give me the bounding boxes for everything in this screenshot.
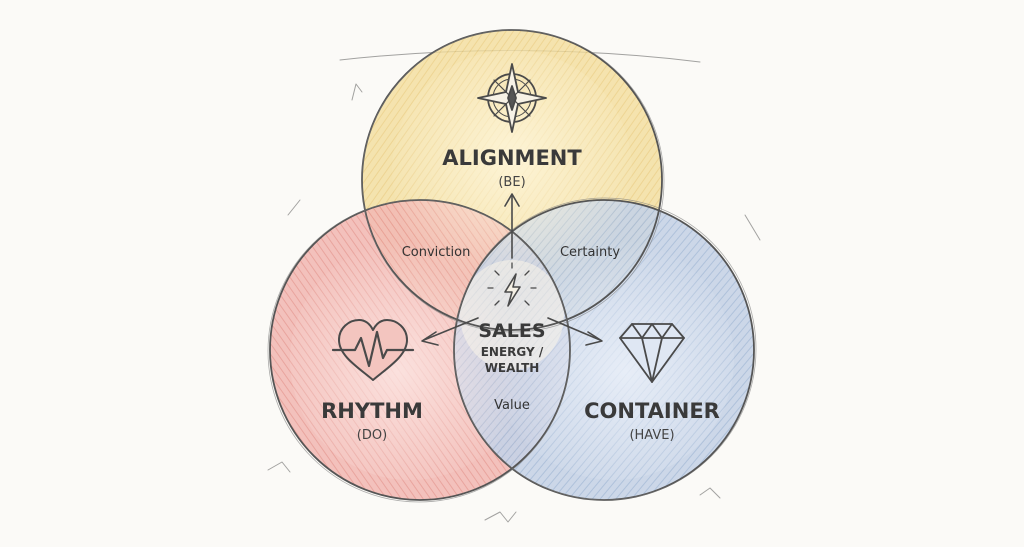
direction-arrows [421,193,603,346]
overlap-value: Value [494,398,530,413]
container-subtitle: (HAVE) [629,428,674,443]
diamond-icon [619,323,685,383]
heartbeat-icon [331,319,415,381]
arrow-left [423,317,479,341]
arrow-right [547,317,601,341]
alignment-subtitle: (BE) [498,175,525,190]
lightning-icon [487,262,537,307]
center-line2: WEALTH [485,361,540,375]
overlap-conviction: Conviction [402,245,471,260]
rhythm-subtitle: (DO) [357,428,387,443]
compass-icon [477,63,547,133]
alignment-title: ALIGNMENT [442,146,582,170]
circle-outlines [267,29,757,503]
center-highlight [460,260,564,370]
alignment-glow [392,50,632,290]
container-title: CONTAINER [584,399,720,423]
rhythm-title: RHYTHM [321,399,423,423]
center-title: SALES [478,320,545,342]
center-line1: ENERGY / [481,345,544,359]
overlap-certainty: Certainty [560,245,620,260]
